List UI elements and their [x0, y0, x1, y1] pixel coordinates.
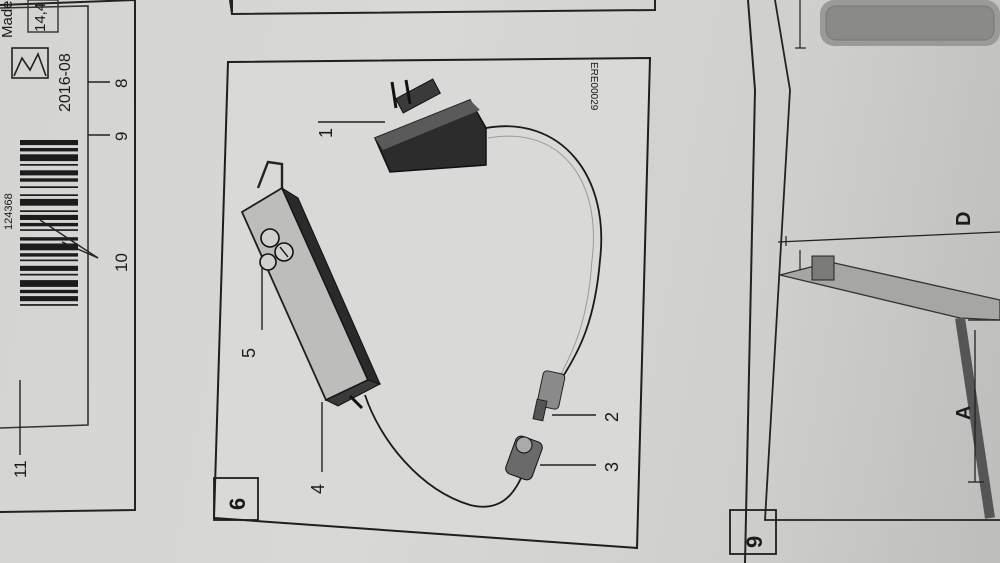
callout-11: 11: [11, 460, 30, 478]
callout-10: 10: [112, 253, 131, 272]
figure-9-panel: 9 A D: [729, 0, 1000, 563]
callout-1: 1: [316, 128, 336, 138]
barcode-bar: [20, 296, 78, 302]
callout-9: 9: [112, 132, 131, 141]
barcode-bar: [20, 265, 78, 271]
size-text: 14,4: [32, 3, 49, 32]
barcode-bar: [20, 214, 78, 220]
barcode-bar: [20, 289, 78, 294]
barcode-bar: [20, 280, 78, 287]
barcode-bar: [20, 237, 78, 241]
barcode-bar: [20, 154, 78, 162]
dimension-a: A: [953, 406, 975, 420]
barcode-bar: [20, 178, 78, 182]
barcode-bar: [20, 222, 78, 227]
dimension-d: D: [953, 212, 975, 226]
barcode-bar: [20, 259, 78, 262]
barcode-bar: [20, 194, 78, 196]
made-text: Made: [0, 0, 16, 38]
barcode-bar: [20, 273, 78, 276]
left-label-panel: Made 14,4 2016-08 8 9 124368 10 11: [0, 0, 136, 513]
callout-4: 4: [308, 484, 328, 494]
production-date: 2016-08: [57, 53, 74, 112]
reference-code: ERE00029: [588, 62, 599, 111]
callout-5: 5: [239, 348, 259, 358]
figure-6-number: 6: [225, 498, 250, 510]
bed-frame-illustration: [777, 231, 1000, 519]
callout-3: 3: [602, 462, 622, 472]
figure-9-number: 9: [742, 536, 767, 548]
manufacture-date-icon: [11, 47, 49, 79]
bed-base-illustration: [795, 0, 1000, 49]
cable-socket: [505, 435, 543, 481]
barcode-bar: [20, 229, 78, 231]
barcode: [20, 140, 78, 306]
barcode-bar: [20, 140, 78, 146]
barcode-digits: 124368: [3, 193, 15, 230]
power-adapter: [374, 78, 487, 173]
figure-6-panel: 6 ERE00029 1 2 3: [212, 0, 656, 550]
callout-8: 8: [112, 79, 131, 88]
barcode-bar: [20, 170, 78, 176]
connector-plug: [532, 370, 566, 422]
barcode-bar: [20, 164, 78, 166]
barcode-bar: [20, 304, 78, 306]
barcode-bar: [20, 186, 78, 188]
barcode-bar: [20, 198, 78, 206]
hand-control-buttons: [259, 228, 294, 271]
barcode-bar: [20, 210, 78, 212]
callout-2: 2: [602, 412, 622, 422]
barcode-bar: [20, 148, 78, 152]
barcode-bar: [20, 253, 78, 257]
barcode-bar: [20, 243, 78, 251]
